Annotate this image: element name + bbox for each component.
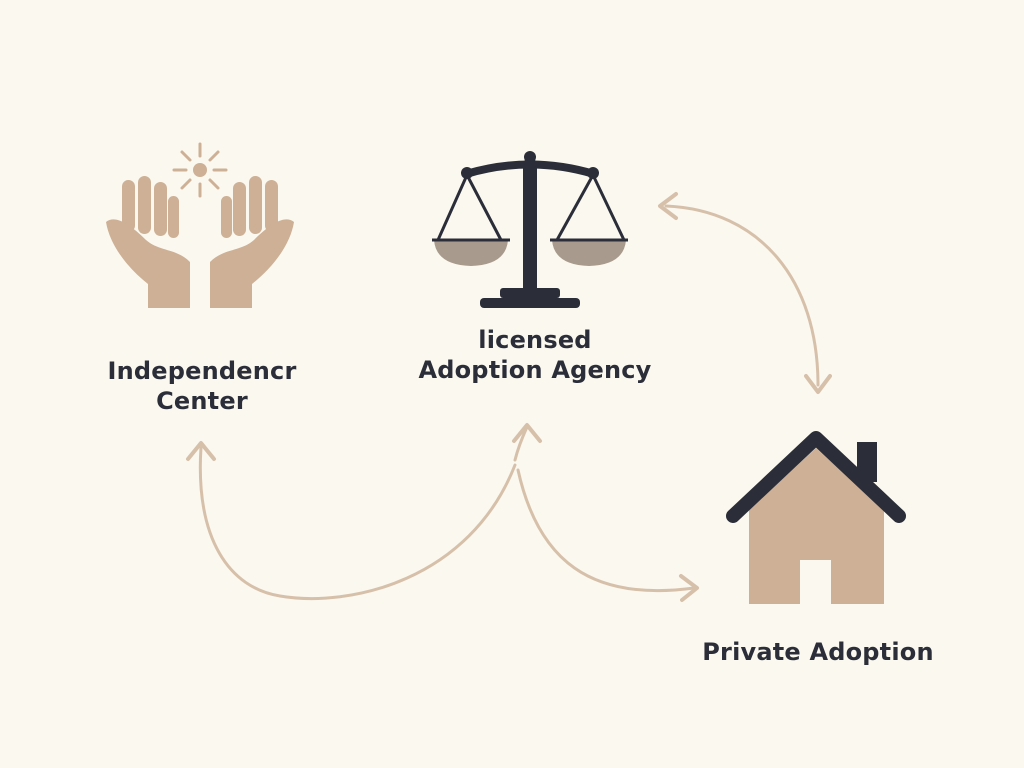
arrow-head-private-adoption-side: [804, 374, 832, 394]
private-adoption-label: Private Adoption: [680, 637, 956, 667]
licensed-adoption-agency-label-line-2: Adoption Agency: [418, 356, 652, 384]
licensed-adoption-agency-label: licensed Adoption Agency: [398, 325, 672, 385]
left-hand-icon: [106, 176, 190, 308]
independence-center-label-line-1: Independencr: [107, 357, 297, 385]
arrow-to-agency: [513, 425, 529, 462]
right-hand-icon: [210, 176, 294, 308]
arrow-agency-to-private-adoption: [516, 468, 696, 593]
house-icon: [726, 431, 906, 604]
private-adoption-label-line-1: Private Adoption: [702, 638, 934, 666]
independence-center-label: Independencr Center: [80, 356, 324, 416]
flow-arrows: [186, 192, 832, 602]
right-pan: [552, 240, 626, 266]
arrow-head-private-adoption: [679, 574, 699, 602]
sun-icon: [172, 142, 228, 198]
arrow-head-agency: [512, 423, 542, 443]
open-hands-with-sun-icon: [106, 142, 294, 308]
left-pan: [434, 240, 508, 266]
balance-scale-icon: [432, 151, 628, 308]
arrow-agency-private-adoption-bidirectional: [664, 204, 820, 387]
arrow-agency-to-independence-center: [198, 445, 517, 600]
licensed-adoption-agency-label-line-1: licensed: [478, 326, 592, 354]
arrow-head-agency-side: [658, 192, 678, 220]
arrow-head-independence-center: [186, 441, 216, 461]
independence-center-label-line-2: Center: [156, 387, 248, 415]
